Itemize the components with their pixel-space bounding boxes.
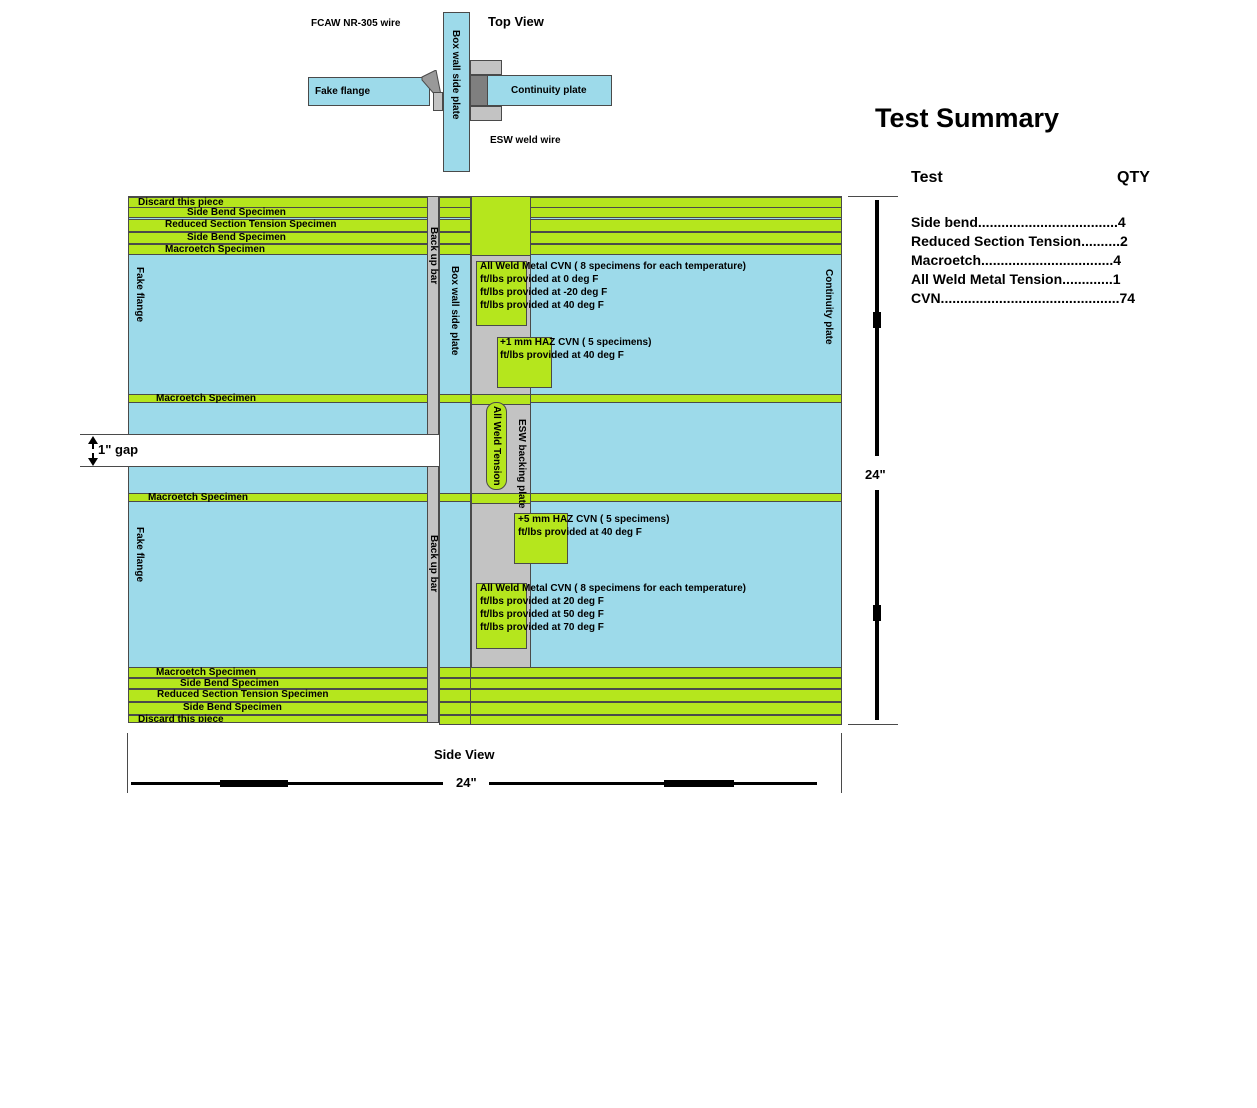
all-weld-tension-label: All Weld Tension — [491, 406, 502, 486]
haz1-box — [497, 337, 552, 388]
esw-weld-block — [470, 75, 488, 106]
esw-backing-label: ESW backing plate — [516, 419, 527, 509]
strip-side-bend-4: Side Bend Specimen — [129, 702, 427, 715]
top-continuity-plate-label: Continuity plate — [511, 85, 587, 96]
strip-macroetch-bottom: Macroetch Specimen — [129, 667, 427, 678]
summary-row-macroetch: Macroetch...............................… — [911, 252, 1122, 268]
backup-bar-upper: Back up bar — [427, 196, 439, 435]
vdim-knot-1 — [873, 312, 881, 328]
top-backing-plate-upper — [470, 60, 502, 75]
haz1-text: +1 mm HAZ CVN ( 5 specimens) ft/lbs prov… — [500, 337, 652, 361]
cvn-lower-box — [476, 583, 527, 649]
strip-right-11 — [440, 702, 841, 715]
strip-right-2 — [440, 207, 841, 218]
cvn-upper-box — [476, 261, 527, 326]
fake-flange-lower-label: Fake flange — [134, 527, 145, 583]
hdim-line-right — [489, 782, 817, 785]
hdim-knot-2 — [664, 780, 734, 787]
esw-wire-label: ESW weld wire — [490, 135, 561, 146]
top-fake-flange: Fake flange — [308, 77, 430, 106]
strip-right-8 — [440, 667, 841, 678]
gap-line-bottom — [80, 466, 428, 467]
haz5-text: +5 mm HAZ CVN ( 5 specimens) ft/lbs prov… — [518, 514, 670, 538]
strip-right-3 — [440, 219, 841, 232]
hdim-label: 24" — [456, 775, 477, 790]
summary-row-cvn: CVN.....................................… — [911, 290, 1136, 306]
side-fake-flange-upper: Discard this piece Side Bend Specimen Re… — [128, 196, 428, 435]
strip-right-10 — [440, 689, 841, 702]
gap-label: 1" gap — [98, 442, 139, 457]
strip-rst-2: Reduced Section Tension Specimen — [129, 689, 427, 702]
vdim-bottom-tick — [848, 724, 898, 725]
summary-row-side-bend: Side bend...............................… — [911, 214, 1126, 230]
gap-arrows — [88, 436, 98, 466]
top-view-title: Top View — [488, 14, 544, 29]
summary-row-weld-tension: All Weld Metal Tension.............1 — [911, 271, 1121, 287]
haz5-box — [514, 513, 568, 564]
vdim-label: 24" — [865, 467, 886, 482]
top-box-wall: Box wall side plate — [443, 12, 470, 172]
gap-line-top — [80, 434, 428, 435]
strip-side-bend-3: Side Bend Specimen — [129, 678, 427, 689]
summary-col-qty: QTY — [1117, 169, 1150, 186]
hdim-left-tick — [127, 733, 128, 793]
continuity-plate-label: Continuity plate — [823, 269, 834, 345]
strip-side-bend-1: Side Bend Specimen — [129, 207, 427, 218]
strip-discard-bottom: Discard this piece — [129, 714, 427, 722]
strip-right-6 — [440, 394, 841, 403]
side-view-title: Side View — [434, 747, 495, 762]
top-box-wall-label: Box wall side plate — [450, 30, 461, 120]
cvn-upper-text: All Weld Metal CVN ( 8 specimens for eac… — [480, 261, 747, 311]
all-weld-tension: All Weld Tension — [486, 402, 507, 490]
backup-bar-lower: Back up bar — [427, 466, 439, 723]
top-backup-bar — [433, 92, 443, 111]
strip-macroetch-top: Macroetch Specimen — [129, 244, 427, 255]
vdim-top-tick — [848, 196, 898, 197]
vdim-line-upper — [875, 200, 879, 456]
strip-right-4 — [440, 232, 841, 244]
hdim-right-tick — [841, 733, 842, 793]
fcaw-wire-label: FCAW NR-305 wire — [311, 18, 401, 29]
summary-row-rst: Reduced Section Tension..........2 — [911, 233, 1128, 249]
strip-rst-1: Reduced Section Tension Specimen — [129, 219, 427, 232]
top-backing-plate-lower — [470, 106, 502, 121]
backup-bar-upper-label: Back up bar — [428, 227, 439, 285]
summary-title: Test Summary — [875, 103, 1060, 133]
summary-col-test: Test — [911, 169, 943, 186]
box-wall-edge — [470, 196, 471, 725]
box-wall-label: Box wall side plate — [449, 266, 460, 356]
top-continuity-plate: Continuity plate — [487, 75, 612, 106]
strip-right-12 — [440, 715, 841, 724]
strip-side-bend-2: Side Bend Specimen — [129, 232, 427, 244]
top-fake-flange-label: Fake flange — [315, 86, 371, 97]
strip-macroetch-mid-upper: Macroetch Specimen — [129, 393, 427, 404]
cvn-lower-text: All Weld Metal CVN ( 8 specimens for eac… — [480, 583, 747, 633]
side-fake-flange-lower: Macroetch Specimen Fake flange Macroetch… — [128, 466, 428, 723]
strip-macroetch-mid-lower: Macroetch Specimen — [129, 492, 427, 503]
strip-right-9 — [440, 678, 841, 689]
fake-flange-upper-label: Fake flange — [134, 267, 145, 323]
vdim-knot-2 — [873, 605, 881, 621]
backup-bar-lower-label: Back up bar — [428, 535, 439, 593]
strip-right-7 — [440, 493, 841, 502]
strip-right-5 — [440, 244, 841, 255]
hdim-knot-1 — [220, 780, 288, 787]
